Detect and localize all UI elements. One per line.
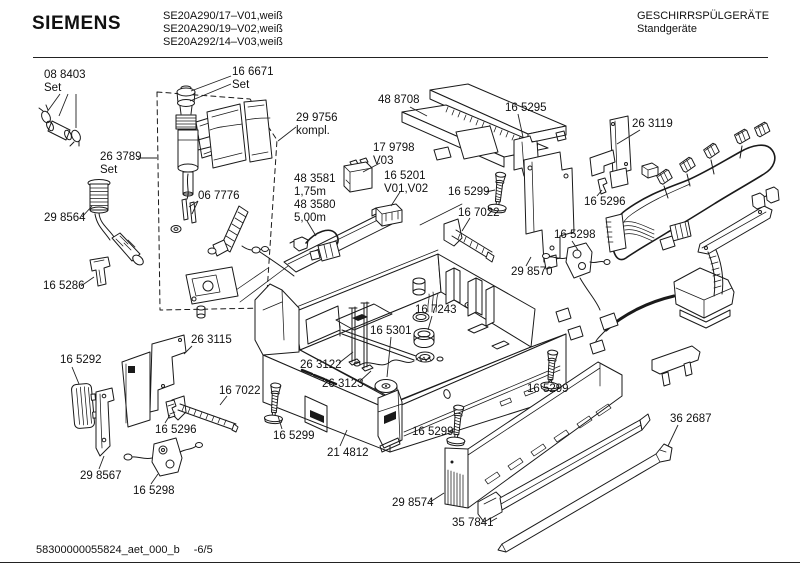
part-label-16-5201: 16 5201 V01,V02	[384, 170, 429, 195]
part-label-48-3581-48-3580: 48 3581 1,75m 48 3580 5,00m	[294, 173, 336, 224]
mounting-plate-29-8570-drawing	[523, 151, 575, 270]
part-label-29-8570: 29 8570	[511, 266, 553, 278]
part-label-06-7776: 06 7776	[198, 190, 240, 202]
thermostat-drawing	[343, 157, 373, 193]
part-label-26-3115: 26 3115	[191, 334, 232, 346]
part-label-16-5295: 16 5295	[505, 102, 547, 114]
part-label-16-5298-a: 16 5298	[554, 229, 596, 241]
footer-divider	[0, 562, 800, 563]
part-label-26-3119: 26 3119	[632, 118, 673, 130]
part-label-16-5292: 16 5292	[60, 354, 102, 366]
part-label-29-8574: 29 8574	[392, 497, 434, 509]
part-label-16-7243: 16 7243	[415, 304, 457, 316]
part-label-16-5299-d: 16 5299	[527, 383, 569, 395]
part-label-16-7022-a: 16 7022	[458, 207, 500, 219]
inlet-hose-drawing	[87, 179, 144, 266]
category-line: GESCHIRRSPÜLGERÄTE	[637, 10, 770, 22]
part-label-48-8708: 48 8708	[378, 94, 420, 106]
model-line: SE20A292/14–V03,weiß	[163, 36, 283, 48]
part-label-16-5286: 16 5286	[43, 280, 85, 292]
part-label-16-5299-a: 16 5299	[448, 186, 490, 198]
leader-lines	[46, 75, 679, 523]
document-id: 58300000055824_aet_000_b	[36, 544, 180, 556]
part-label-16-5299-b: 16 5299	[273, 430, 315, 442]
model-list: SE20A290/17–V01,weiß SE20A290/19–V02,wei…	[163, 10, 283, 49]
part-label-26-3789: 26 3789 Set	[100, 151, 142, 176]
part-label-36-2687: 36 2687	[670, 413, 712, 425]
part-label-35-7841: 35 7841	[452, 517, 494, 529]
brand-logo: SIEMENS	[32, 13, 122, 34]
left-mounting-group-drawing	[71, 334, 239, 477]
part-label-16-6671: 16 6671 Set	[232, 66, 274, 91]
background-construction-lines	[235, 203, 463, 303]
part-label-29-8564: 29 8564	[44, 212, 86, 224]
part-label-16-5301: 16 5301	[370, 325, 412, 337]
sheet-number: -6/5	[193, 544, 213, 556]
model-line: SE20A290/19–V02,weiß	[163, 23, 283, 35]
plinth-strip-35-7841-drawing	[477, 413, 651, 523]
model-line: SE20A290/17–V01,weiß	[163, 10, 283, 22]
part-label-16-5298-b: 16 5298	[133, 485, 175, 497]
part-label-16-5296-a: 16 5296	[584, 196, 626, 208]
base-panel-drawing	[444, 361, 623, 509]
wiring-harness-drawing	[555, 120, 780, 387]
part-label-29-9756: 29 9756 kompl.	[296, 112, 338, 137]
part-label-21-4812: 21 4812	[327, 447, 369, 459]
type-line: Standgeräte	[637, 23, 697, 35]
kit-boundary-dashed-box	[156, 91, 278, 311]
control-module-drawing	[401, 83, 567, 168]
header-divider	[33, 57, 768, 58]
connector-16-5201-drawing	[371, 203, 403, 227]
document-footer: 58300000055824_aet_000_b -6/5	[36, 544, 213, 556]
hose-clamp-set-drawing	[38, 104, 81, 147]
part-label-26-3123: 26 3123	[322, 378, 364, 390]
bracket-26-3119-drawing	[589, 115, 659, 195]
part-label-16-7022-b: 16 7022	[219, 385, 261, 397]
part-label-26-3122: 26 3122	[300, 359, 342, 371]
latch-right-drawing	[542, 242, 611, 311]
threaded-rod-upper-drawing	[443, 218, 495, 263]
part-label-29-8567: 29 8567	[80, 470, 122, 482]
bracket-16-5286-drawing	[89, 256, 111, 287]
appliance-category: GESCHIRRSPÜLGERÄTE Standgeräte	[637, 10, 769, 36]
part-label-17-9798: 17 9798 V03	[373, 142, 415, 167]
part-label-16-5296-b: 16 5296	[155, 424, 197, 436]
plinth-strip-36-2687-drawing	[497, 443, 673, 553]
part-label-08-8403: 08 8403 Set	[44, 69, 86, 94]
part-label-16-5299-c: 16 5299	[412, 426, 454, 438]
